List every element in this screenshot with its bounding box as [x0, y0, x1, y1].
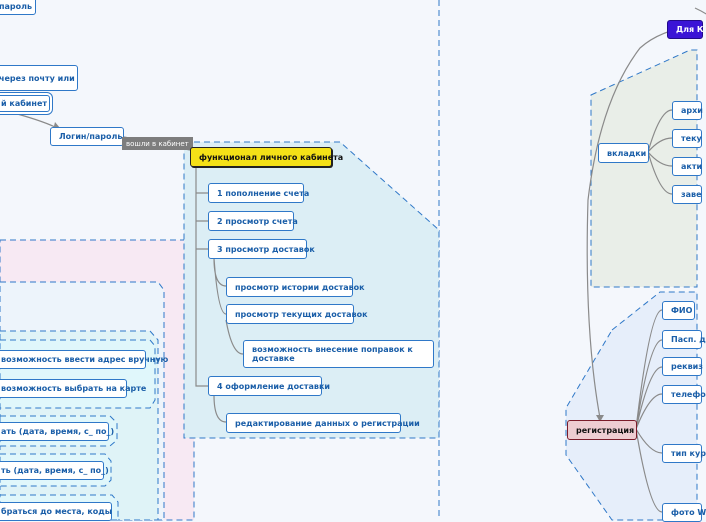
node-dobratsya[interactable]: браться до места, коды [0, 502, 112, 521]
node-na-karte[interactable]: возможность выбрать на карте [0, 379, 146, 398]
node-login-parol[interactable]: Логин/пароль [50, 127, 124, 146]
node-vkladki[interactable]: вкладки [598, 143, 649, 163]
node-foto-w[interactable]: фото W [662, 503, 706, 522]
node-popolnenie-scheta[interactable]: 1 пополнение счета [208, 183, 309, 203]
node-tip-kur[interactable]: тип кур [662, 444, 706, 463]
node-akti[interactable]: акти [672, 157, 702, 176]
node-adres-vruchnuyu[interactable]: возможность ввести адрес вручную [0, 350, 168, 369]
node-rekviz[interactable]: реквиз [662, 357, 703, 376]
node-prosmotr-dostavok[interactable]: 3 просмотр доставок [208, 239, 315, 259]
node-arkh[interactable]: архи [672, 101, 703, 120]
node-oformlenie-dostavki[interactable]: 4 оформление доставки [208, 376, 330, 396]
node-redaktirovanie-dannykh[interactable]: редактирование данных о регистрации [226, 413, 420, 433]
node-zave[interactable]: заве [672, 185, 702, 204]
node-istoriya-dostavok[interactable]: просмотр истории доставок [226, 277, 365, 297]
node-funktsional-kabineta[interactable]: функционал личного кабинета [190, 147, 343, 167]
node-fio[interactable]: ФИО [662, 301, 695, 320]
node-pasp[interactable]: Пасп. д [662, 330, 706, 349]
node-parol[interactable]: пароль [0, 0, 36, 15]
node-prosmotr-scheta[interactable]: 2 просмотр счета [208, 211, 298, 231]
node-vnesenie-popravok[interactable]: возможность внесение поправок к доставке [243, 340, 434, 368]
node-telefo[interactable]: телефо [662, 385, 706, 404]
node-registratsiya[interactable]: регистрация [567, 420, 637, 440]
node-dlya-k[interactable]: Для К [667, 20, 703, 39]
node-data-vremya-1[interactable]: ать (дата, время, с_ по_) [0, 422, 114, 441]
tag-voshli-v-kabinet: вошли в кабинет [122, 137, 193, 150]
node-data-vremya-2[interactable]: ть (дата, время, с_ по_) [0, 461, 109, 480]
node-lichnyi-kabinet[interactable]: й кабинет [0, 95, 50, 112]
node-teku[interactable]: теку [672, 129, 702, 148]
node-cherez-pochtu[interactable]: через почту или [0, 65, 78, 91]
node-tekushchie-dostavki[interactable]: просмотр текущих доставок [226, 304, 368, 324]
